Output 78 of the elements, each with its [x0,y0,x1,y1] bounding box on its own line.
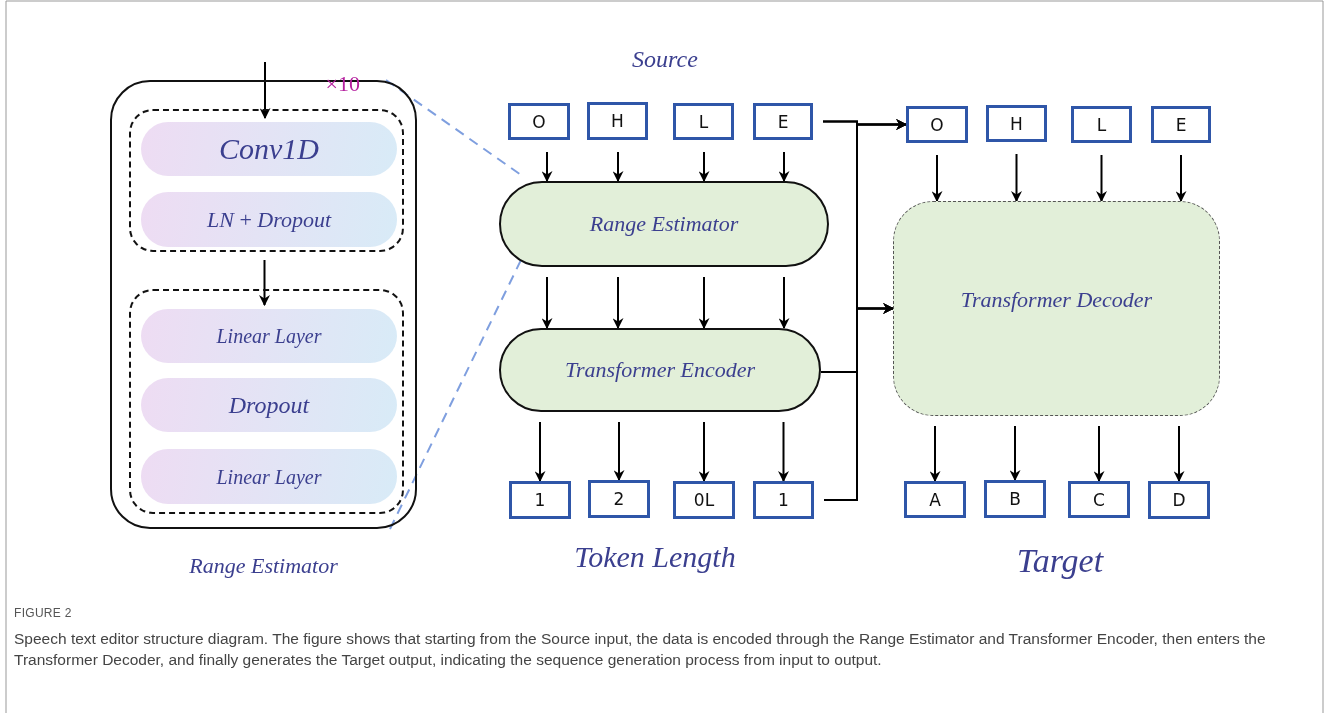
layer-block [141,122,397,176]
token-label: E [1174,114,1188,135]
dashed-group-box [129,289,404,514]
token-label: 1 [533,490,547,510]
arrow [778,421,789,483]
block-label: Conv1D [218,132,320,166]
token-box [904,481,966,518]
layer-block [141,449,397,504]
arrow [823,303,895,501]
arrow [1096,154,1107,203]
arrow [698,151,710,183]
token-label: D [1171,490,1187,510]
block-label: Transformer Encoder [563,357,757,383]
arrow [698,276,710,330]
layer-block [141,378,397,432]
token-label: H [610,111,625,131]
token-box [509,481,571,519]
token-label: O [929,114,945,135]
token-box [986,105,1047,142]
token-box [906,106,968,143]
token-box [587,102,648,140]
token-label: L [1095,114,1108,135]
token-label: H [1009,113,1024,134]
token-box [673,103,734,140]
arrow [612,151,624,183]
token-box [753,103,813,140]
token-label: A [928,489,942,510]
arrow [778,276,790,330]
layer-block [141,309,397,363]
token-label: 2 [612,489,626,509]
figure-caption: Speech text editor structure diagram. The figure shows that starting from the Source input, the data is encoded through the Range Estimator and Transformer Encoder, then enters the Transformer Decoder, and finally generates the Target output, indicating the sequence generation process from input to output. [14,629,1267,670]
token-label: 1 [777,490,790,510]
arrow [612,276,624,330]
figure-number: FIGURE 2 [14,606,72,620]
token-box [1071,106,1132,143]
token-box [673,481,735,519]
arrow [534,421,546,483]
arrow [1173,425,1185,483]
token-box [1151,106,1211,143]
arrow [931,154,943,203]
token-box [753,481,814,519]
zoom-guide-line [389,259,522,530]
arrow [778,151,790,183]
decoder-box [893,201,1220,416]
arrow [1009,425,1021,482]
panel-title: Range Estimator [188,553,339,579]
token-label: B [1008,489,1022,509]
zoom-guide-line [385,79,522,176]
token-box [1068,481,1130,518]
arrow [1011,153,1022,203]
token-box [984,480,1046,518]
arrow [929,425,941,483]
arrow [1175,154,1187,203]
section-label: Token Length [573,540,737,574]
section-label: Target [1015,542,1105,580]
token-label: L [697,111,710,132]
block-label: Range Estimator [588,211,740,237]
token-label: C [1092,489,1106,510]
arrow [613,421,625,482]
token-box [1148,481,1210,519]
block-label: Transformer Decoder [959,286,1154,313]
token-box [508,103,570,140]
block-label: Dropout [227,391,311,419]
block-label: Linear Layer [215,465,323,488]
block-label: LN + Dropout [205,206,333,233]
section-label: Source [631,46,699,73]
arrow [541,151,553,183]
block-label: Linear Layer [215,324,323,348]
arrow [698,421,710,483]
token-label: E [776,111,790,132]
token-box [588,480,650,518]
token-label: 0L [692,490,716,510]
layer-block [141,192,397,247]
arrow [1093,425,1105,483]
token-label: O [531,111,547,132]
arrow [541,276,553,330]
arrow [259,61,271,120]
arrow [259,259,270,307]
